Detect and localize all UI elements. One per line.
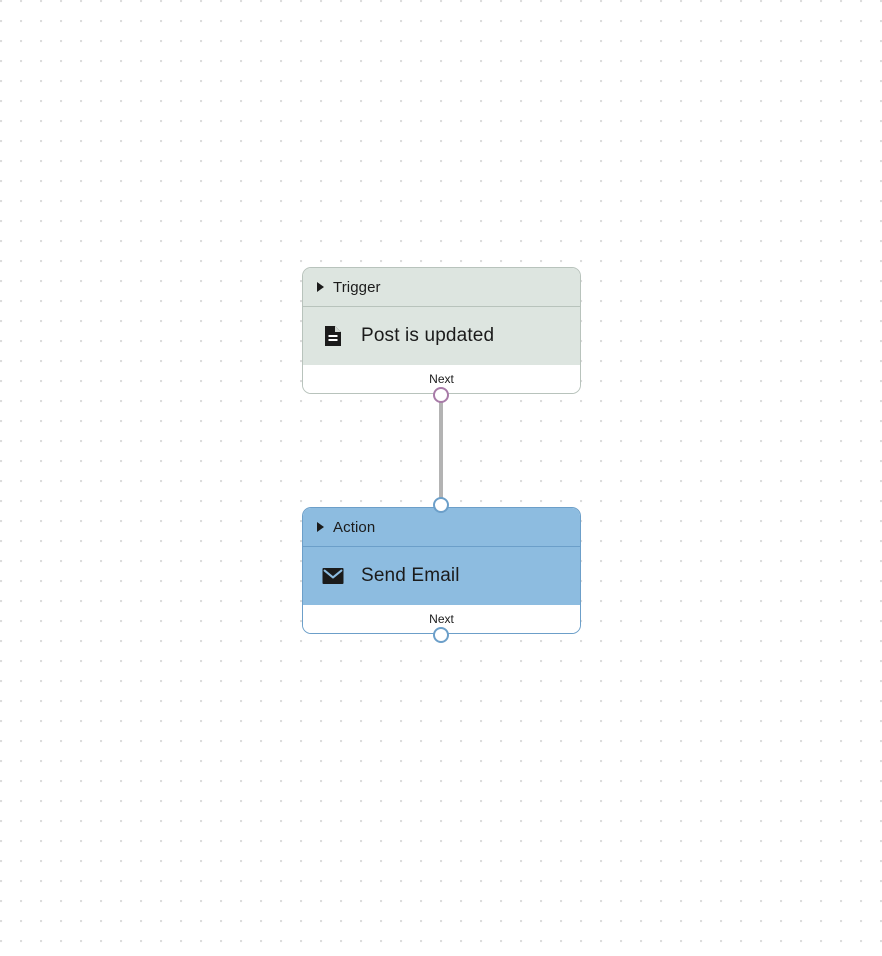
node-action-body-label: Send Email xyxy=(361,565,460,586)
caret-right-icon[interactable] xyxy=(317,282,324,292)
node-action-header[interactable]: Action xyxy=(303,508,580,547)
document-icon xyxy=(321,324,345,348)
caret-right-icon[interactable] xyxy=(317,522,324,532)
node-action-next-label: Next xyxy=(429,612,454,626)
node-trigger-header-label: Trigger xyxy=(333,278,381,296)
node-trigger-body-label: Post is updated xyxy=(361,325,495,346)
port-trigger-next-output[interactable] xyxy=(433,387,449,403)
node-action-header-label: Action xyxy=(333,518,376,536)
envelope-icon xyxy=(321,564,345,588)
node-action-body[interactable]: Send Email xyxy=(303,547,580,605)
connector-trigger-to-action[interactable] xyxy=(439,396,443,506)
node-trigger-header[interactable]: Trigger xyxy=(303,268,580,307)
port-action-next-output[interactable] xyxy=(433,627,449,643)
port-action-input[interactable] xyxy=(433,497,449,513)
node-trigger[interactable]: Trigger Post is updated Next xyxy=(302,267,581,394)
node-trigger-next-label: Next xyxy=(429,372,454,386)
node-trigger-body[interactable]: Post is updated xyxy=(303,307,580,365)
node-action[interactable]: Action Send Email Next xyxy=(302,507,581,634)
